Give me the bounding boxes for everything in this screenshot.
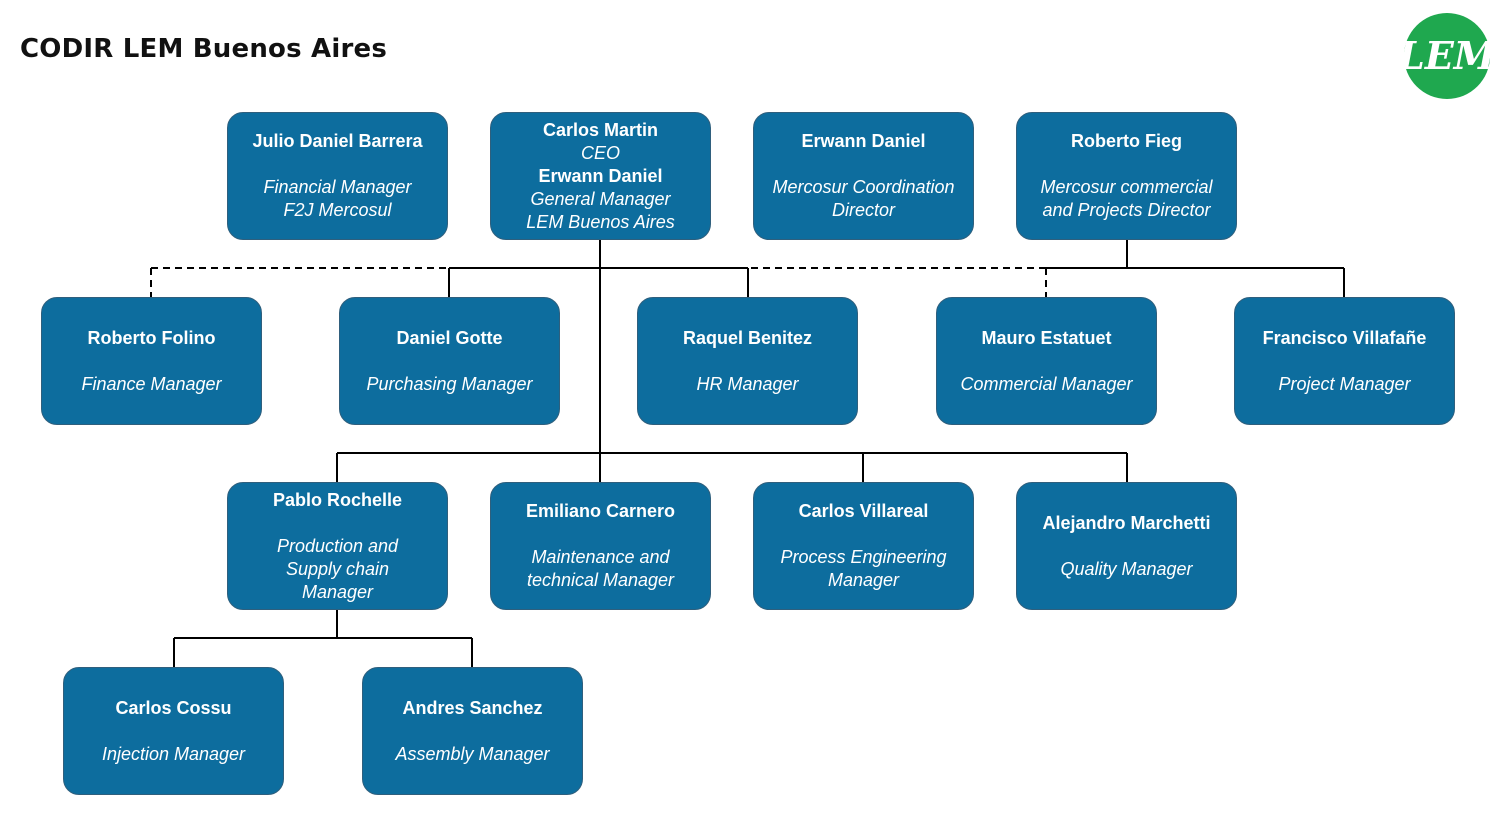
node-name: Carlos Martin [542, 119, 659, 140]
node-name: Roberto Folino [87, 327, 216, 348]
node-andres-sanchez[interactable]: Andres Sanchez Assembly Manager [362, 667, 583, 795]
node-role: technical Manager [526, 570, 675, 590]
node-name: Andres Sanchez [402, 697, 543, 718]
node-role: Process Engineering [780, 547, 947, 567]
node-name: Daniel Gotte [396, 327, 503, 348]
node-name: Julio Daniel Barrera [252, 131, 423, 151]
node-name: Alejandro Marchetti [1042, 512, 1211, 533]
node-role: General Manager [530, 188, 671, 209]
node-role: Maintenance and [531, 547, 670, 567]
node-role: Assembly Manager [395, 743, 550, 764]
node-role: F2J Mercosul [283, 200, 392, 220]
node-role: Finance Manager [81, 373, 222, 394]
node-role: Supply chain [285, 558, 390, 579]
node-role: Injection Manager [101, 743, 246, 764]
page-title: CODIR LEM Buenos Aires [20, 34, 387, 64]
node-raquel-benitez[interactable]: Raquel Benitez HR Manager [637, 297, 858, 425]
node-role: LEM Buenos Aires [526, 211, 675, 232]
node-name: Carlos Cossu [115, 697, 232, 718]
node-name: Roberto Fieg [1071, 131, 1182, 151]
node-name: Emiliano Carnero [525, 501, 676, 521]
node-carlos-villareal[interactable]: Carlos Villareal Process Engineering Man… [753, 482, 974, 610]
node-name: Mauro Estatuet [981, 327, 1112, 348]
node-role: HR Manager [696, 373, 799, 394]
node-alejandro-marchetti[interactable]: Alejandro Marchetti Quality Manager [1016, 482, 1237, 610]
node-role: and Projects Director [1042, 200, 1211, 220]
node-role: Project Manager [1278, 373, 1411, 394]
node-emiliano-carnero[interactable]: Emiliano Carnero Maintenance and technic… [490, 482, 711, 610]
node-role: Production and [276, 535, 399, 556]
node-role: Director [831, 200, 895, 220]
node-erwann-daniel[interactable]: Erwann Daniel Mercosur Coordination Dire… [753, 112, 974, 240]
node-role: Manager [301, 581, 374, 602]
node-role: Quality Manager [1060, 558, 1193, 579]
node-julio-daniel-barrera[interactable]: Julio Daniel Barrera Financial Manager F… [227, 112, 448, 240]
node-name: Erwann Daniel [801, 131, 926, 151]
node-name: Carlos Villareal [798, 501, 929, 521]
node-role: Mercosur Coordination [772, 177, 955, 197]
node-name: Pablo Rochelle [272, 489, 403, 510]
logo-text: LEM [1403, 33, 1491, 78]
node-roberto-folino[interactable]: Roberto Folino Finance Manager [41, 297, 262, 425]
node-role: Manager [827, 570, 900, 590]
node-francisco-villafane[interactable]: Francisco Villafañe Project Manager [1234, 297, 1455, 425]
node-role: Purchasing Manager [366, 373, 533, 394]
node-mauro-estatuet[interactable]: Mauro Estatuet Commercial Manager [936, 297, 1157, 425]
node-name: Erwann Daniel [538, 165, 663, 186]
node-name: Raquel Benitez [682, 327, 813, 348]
lem-logo-icon: LEM [1403, 13, 1491, 99]
node-role: Mercosur commercial [1040, 177, 1213, 197]
node-role: Financial Manager [263, 177, 412, 197]
node-name: Francisco Villafañe [1262, 327, 1427, 348]
node-roberto-fieg[interactable]: Roberto Fieg Mercosur commercial and Pro… [1016, 112, 1237, 240]
node-role: CEO [580, 142, 620, 163]
node-daniel-gotte[interactable]: Daniel Gotte Purchasing Manager [339, 297, 560, 425]
node-carlos-martin-ceo[interactable]: Carlos Martin CEO Erwann Daniel General … [490, 112, 711, 240]
node-role: Commercial Manager [960, 373, 1133, 394]
node-pablo-rochelle[interactable]: Pablo Rochelle Production and Supply cha… [227, 482, 448, 610]
node-carlos-cossu[interactable]: Carlos Cossu Injection Manager [63, 667, 284, 795]
